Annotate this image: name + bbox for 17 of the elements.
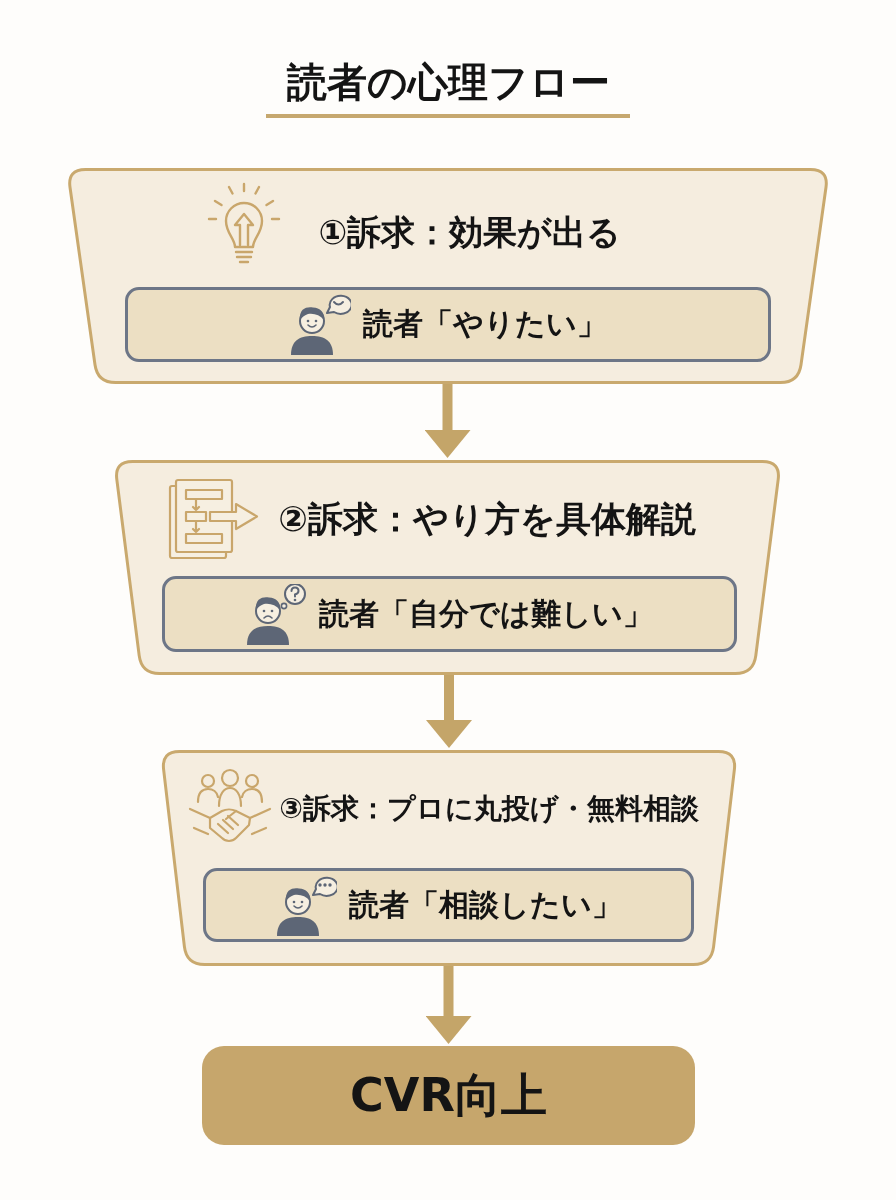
- title: 読者の心理フロー: [266, 58, 630, 118]
- quote-text: 読者「自分では難しい」: [319, 594, 653, 633]
- heading-text: ①訴求：効果が出る: [318, 210, 622, 254]
- trapezoid-panel: [160, 750, 738, 966]
- quote-text: 読者「やりたい」: [362, 305, 607, 343]
- arrow: [425, 966, 472, 1044]
- trapezoid-panel: [66, 168, 830, 384]
- quote-box: [125, 287, 771, 362]
- arrow: [426, 675, 472, 748]
- quote-text: 読者「相談したい」: [348, 885, 622, 924]
- heading-text: ②訴求：やり方を具体解説: [278, 498, 696, 542]
- arrow: [424, 384, 471, 458]
- quote-box: [203, 868, 694, 942]
- quote-box: [162, 576, 737, 652]
- result-box: CVR向上: [202, 1046, 695, 1145]
- trapezoid-panel: [113, 460, 782, 675]
- heading-text: ③訴求：プロに丸投げ・無料相談: [279, 790, 699, 826]
